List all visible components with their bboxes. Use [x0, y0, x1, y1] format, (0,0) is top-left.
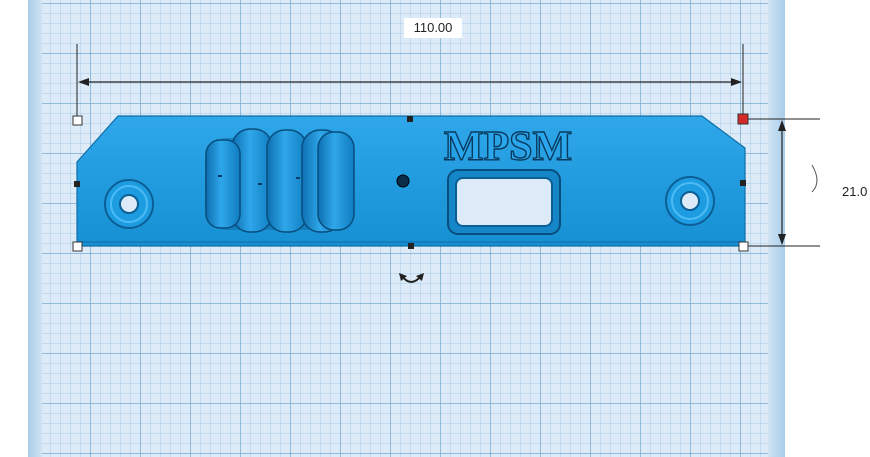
handle-left-mid [74, 181, 80, 187]
window-cutout [447, 169, 561, 235]
workplane-edge-right [768, 0, 785, 457]
handle-bottom-mid [408, 243, 414, 249]
part-body [76, 115, 746, 247]
handle-top-right-selected [737, 113, 749, 125]
pin-feature [396, 174, 410, 188]
workplane-edge-left [28, 0, 42, 457]
width-dimension [76, 44, 744, 120]
handle-top-mid [407, 116, 413, 122]
handle-bottom-left [72, 241, 83, 252]
mpsm-part[interactable]: MPSM [76, 115, 746, 247]
width-dimension-label[interactable]: 110.00 [404, 18, 462, 38]
handle-top-left [72, 115, 83, 126]
roller-feature [205, 128, 355, 233]
selection-handles[interactable] [72, 113, 749, 252]
engraved-text: MPSM [444, 124, 572, 170]
rotate-arrow-icon[interactable] [399, 273, 424, 283]
height-dimension-label[interactable]: 21.0 [838, 182, 870, 202]
handle-right-mid [740, 180, 746, 186]
handle-bottom-right [738, 241, 749, 252]
mounting-hole-right [665, 176, 715, 226]
height-dimension [744, 118, 820, 247]
mounting-hole-left [104, 179, 154, 229]
